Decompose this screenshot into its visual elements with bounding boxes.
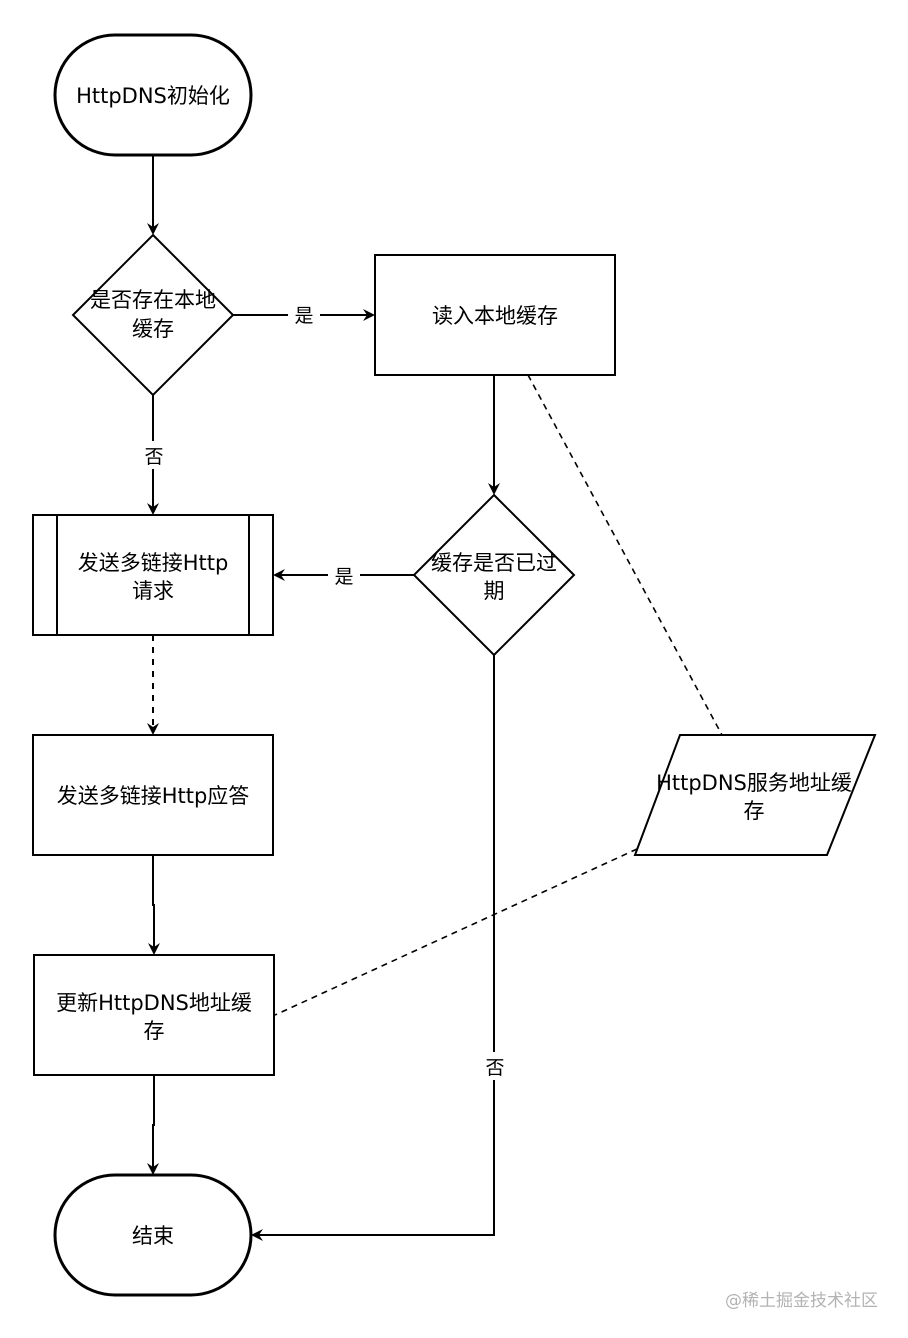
start-node — [53, 33, 253, 157]
end-node — [53, 1173, 253, 1297]
update-cache-node — [33, 954, 275, 1076]
check-expired-node — [412, 493, 576, 657]
check-local-cache-label-line2: 缓存 — [132, 317, 174, 341]
check-expired-label-line2: 期 — [484, 579, 505, 603]
check-local-cache-label-line1: 是否存在本地 — [90, 288, 216, 312]
update-cache-label-line2: 存 — [144, 1019, 165, 1043]
edge-dashed-service-to-update — [274, 848, 638, 1016]
update-cache-label-line1: 更新HttpDNS地址缓 — [56, 991, 252, 1015]
edge-label-no-1: 否 — [144, 446, 163, 468]
service-cache-node — [633, 734, 877, 856]
service-cache-label-line2: 存 — [744, 799, 765, 823]
service-cache-label-line1: HttpDNS服务地址缓 — [656, 771, 852, 795]
edge-label-no-2: 否 — [485, 1057, 504, 1079]
read-local-cache-label: 读入本地缓存 — [432, 304, 558, 328]
edge-expired-no-to-end — [251, 655, 495, 1241]
edge-update-to-end — [147, 1075, 159, 1175]
check-local-cache-node — [71, 233, 235, 397]
edge-label-yes-2: 是 — [334, 566, 353, 588]
edge-response-to-update — [148, 855, 160, 955]
start-label: HttpDNS初始化 — [76, 84, 230, 108]
edge-label-yes-1: 是 — [294, 305, 313, 327]
response-node — [32, 734, 274, 856]
watermark: @稀土掘金技术社区 — [725, 1291, 878, 1311]
send-request-label-line1: 发送多链接Http — [78, 551, 229, 575]
send-request-node — [32, 514, 274, 636]
response-label: 发送多链接Http应答 — [57, 784, 250, 808]
check-expired-label-line1: 缓存是否已过 — [431, 551, 557, 575]
edge-dashed-read-to-service — [527, 374, 723, 736]
end-label: 结束 — [132, 1224, 174, 1248]
read-local-cache-node — [374, 254, 616, 376]
send-request-label-line2: 请求 — [132, 579, 174, 603]
